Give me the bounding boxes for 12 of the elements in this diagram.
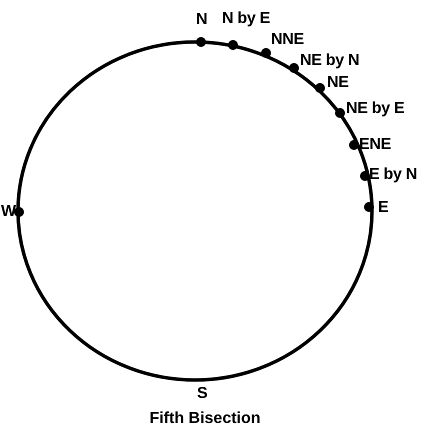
direction-label: ENE	[359, 136, 391, 154]
direction-label: W	[1, 203, 16, 221]
direction-label: S	[197, 385, 208, 403]
direction-label: E by N	[369, 166, 417, 184]
direction-label: NNE	[271, 31, 304, 49]
direction-label: N	[196, 11, 208, 29]
direction-label: N by E	[222, 10, 270, 28]
direction-label: NE by N	[300, 52, 360, 70]
direction-label: NE	[327, 74, 349, 92]
caption: Fifth Bisection	[149, 410, 261, 428]
direction-label: NE by E	[346, 100, 404, 118]
direction-label: E	[378, 199, 388, 217]
